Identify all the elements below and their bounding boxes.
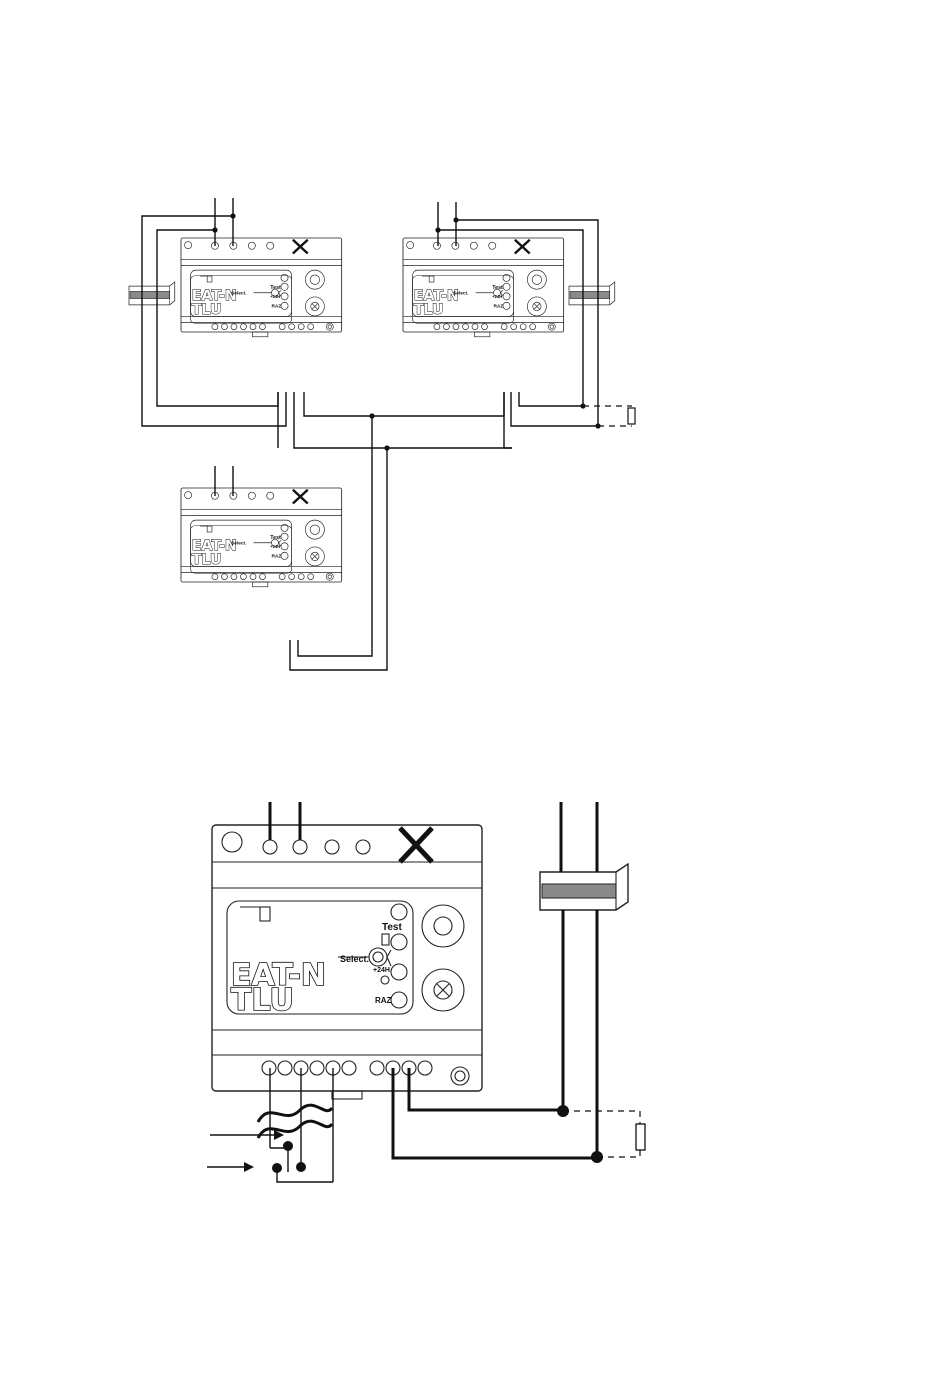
test-label: Test [382,922,402,933]
sensor-left [129,282,175,305]
reset-label: RAZ [271,554,281,560]
timer-label: +24H [270,544,280,549]
brand-logo: EAT-N [414,288,459,304]
model-logo: TLU [192,552,222,568]
select-label: Select. [340,954,369,964]
sensor-right [569,282,615,305]
timer-label: +24H [492,294,502,299]
select-label: Select. [453,291,468,297]
brand-logo: EAT-N [192,288,237,304]
select-label: Select. [231,541,246,547]
device-a: EAT-N TLU Test Select. +24H RAZ [181,238,342,337]
test-label: Test [270,535,281,541]
model-logo: TLU [192,302,222,318]
reset-label: RAZ [493,304,503,310]
device-main-detail: EAT-N TLU Test Select. +24H RAZ [212,825,482,1099]
timer-label: +24H [270,294,280,299]
sensor-main [540,864,628,910]
device-b: EAT-N TLU Test Select. +24H RAZ [403,238,564,337]
reset-label: RAZ [375,996,392,1005]
device-c: EAT-N TLU Test Select. +24H RAZ [181,488,342,587]
model-logo: TLU [231,983,294,1018]
timer-label: +24H [373,967,390,974]
brand-logo: EAT-N [192,538,237,554]
reset-label: RAZ [271,304,281,310]
select-label: Select. [231,291,246,297]
model-logo: TLU [414,302,444,318]
test-label: Test [270,285,281,291]
test-label: Test [492,285,503,291]
